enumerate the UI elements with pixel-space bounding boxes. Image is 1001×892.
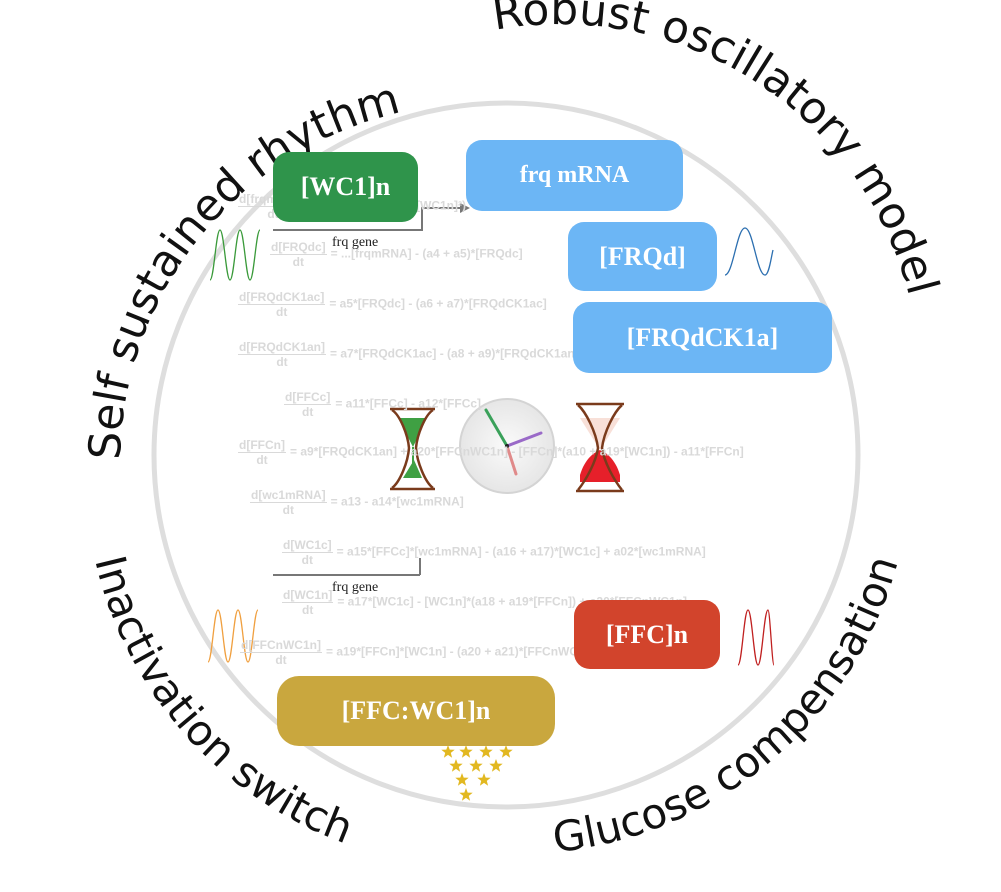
gene-label-upper: frq gene [332, 235, 379, 250]
outer-circle [151, 100, 861, 810]
star-icon [449, 759, 463, 772]
stars-icon [441, 745, 513, 801]
star-icon [441, 745, 455, 758]
wc1n-box: [WC1]n [273, 152, 418, 222]
gene-arrow-upper [273, 203, 470, 231]
ffc-wc1n-box: [FFC:WC1]n [277, 676, 555, 746]
star-icon [479, 745, 493, 758]
star-icon [459, 788, 473, 801]
equation-10: d[FFCnWC1n]dt= a19*[FFCn]*[WC1n] - (a20 … [240, 638, 597, 667]
wave-blue-icon [724, 227, 774, 276]
star-icon [499, 745, 513, 758]
wave-green-icon [209, 229, 261, 281]
wave-orange-icon [207, 609, 259, 663]
frqdck1a-box: [FRQdCK1a] [573, 302, 832, 373]
star-icon [477, 773, 491, 786]
frqd-box: [FRQd] [568, 222, 717, 291]
star-icon [455, 773, 469, 786]
equation-6: d[FFCn]dt= a9*[FRQdCK1an] + a20*[FFCnWC1… [238, 438, 744, 467]
hourglass-green-icon [390, 407, 435, 491]
equation-8: d[WC1c]dt= a15*[FFCc]*[wc1mRNA] - (a16 +… [282, 538, 706, 567]
equation-5: d[FFCc]dt= a11*[FFCc] - a12*[FFCc] [284, 390, 482, 419]
star-icon [459, 745, 473, 758]
equation-3: d[FRQdCK1ac]dt= a5*[FRQdc] - (a6 + a7)*[… [238, 290, 547, 319]
hourglass-red-icon [576, 402, 624, 493]
clock-icon [459, 398, 555, 494]
equation-4: d[FRQdCK1an]dt= a7*[FRQdCK1ac] - (a8 + a… [238, 340, 579, 369]
gene-label-lower: frq gene [332, 580, 379, 595]
equation-7: d[wc1mRNA]dt= a13 - a14*[wc1mRNA] [250, 488, 464, 517]
wave-red-icon [737, 609, 775, 666]
star-icon [469, 759, 483, 772]
ffcn-box: [FFC]n [574, 600, 720, 669]
equation-2: d[FRQdc]dt= ...[frqmRNA] - (a4 + a5)*[FR… [270, 240, 523, 269]
star-icon [489, 759, 503, 772]
frq-mrna-box: frq mRNA [466, 140, 683, 211]
